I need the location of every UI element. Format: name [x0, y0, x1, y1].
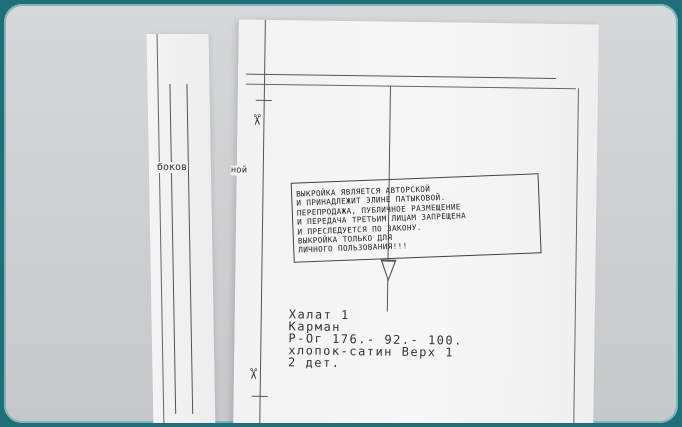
photo-frame: боков ной ✂ ✂ ВЫКРОЙКА ЯВЛЯЕТСЯ АВТОРСКО…	[4, 4, 678, 423]
sheet-left-line	[259, 19, 266, 423]
notch-mark	[255, 99, 272, 101]
scissors-icon: ✂	[245, 113, 270, 126]
sheet-inner-top-line	[245, 83, 576, 90]
grain-arrow-fill	[382, 261, 395, 279]
copyright-notice: ВЫКРОЙКА ЯВЛЯЕТСЯ АВТОРСКОЙ И ПРИНАДЛЕЖИ…	[290, 173, 542, 263]
notch-mark	[251, 395, 268, 397]
scissors-icon: ✂	[241, 367, 267, 380]
side-label: ной	[230, 165, 248, 176]
pattern-sheet: ной ✂ ✂ ВЫКРОЙКА ЯВЛЯЕТСЯ АВТОРСКОЙ И ПР…	[230, 19, 599, 423]
strip-cut-line	[156, 34, 165, 423]
sheet-top-line	[246, 73, 557, 79]
sheet-right-line	[573, 88, 579, 423]
paper-strip	[146, 34, 216, 423]
strip-inner-outline	[169, 84, 194, 414]
strip-label: боков	[156, 162, 189, 173]
pattern-info: Халат 1 Карман Р-Ог 176.- 92.- 100. хлоп…	[288, 307, 463, 370]
